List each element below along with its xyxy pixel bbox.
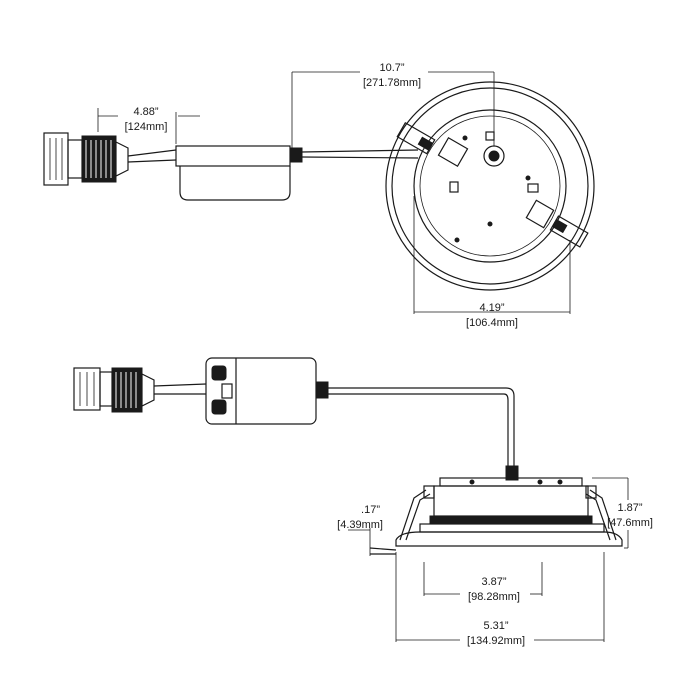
connector-length-inches: 4.88” [133, 106, 159, 118]
trim-diameter-mm: [134.92mm] [466, 635, 526, 647]
cutout-inches: 3.87” [481, 576, 507, 588]
top-driver-box [175, 145, 419, 201]
top-view [43, 71, 595, 314]
height-mm: [47.6mm] [607, 517, 653, 529]
overall-length-inches: 10.7” [379, 62, 405, 74]
top-connector-plug [43, 132, 177, 186]
trim-diameter-inches: 5.31” [483, 620, 509, 632]
top-downlight-body [385, 81, 595, 291]
overall-length-dimension [291, 71, 495, 148]
height-inches: 1.87” [617, 502, 643, 514]
connector-length-dimension [97, 108, 200, 144]
top-diameter-mm: [106.4mm] [466, 317, 518, 329]
flange-dimension [348, 528, 371, 556]
connector-length-mm: [124mm] [124, 121, 168, 133]
side-view [73, 357, 629, 642]
height-dimension [592, 477, 629, 549]
flange-inches: .17” [361, 504, 380, 516]
trim-diameter-dimension [395, 552, 605, 642]
overall-length-mm: [271.78mm] [362, 77, 422, 89]
cutout-dimension [423, 562, 543, 596]
side-driver-box [205, 357, 519, 481]
cutout-mm: [98.28mm] [468, 591, 520, 603]
flange-mm: [4.39mm] [337, 519, 383, 531]
top-diameter-inches: 4.19” [479, 302, 505, 314]
side-connector-plug [73, 367, 207, 413]
side-downlight-body [369, 477, 623, 555]
top-diameter-dimension [413, 196, 571, 314]
